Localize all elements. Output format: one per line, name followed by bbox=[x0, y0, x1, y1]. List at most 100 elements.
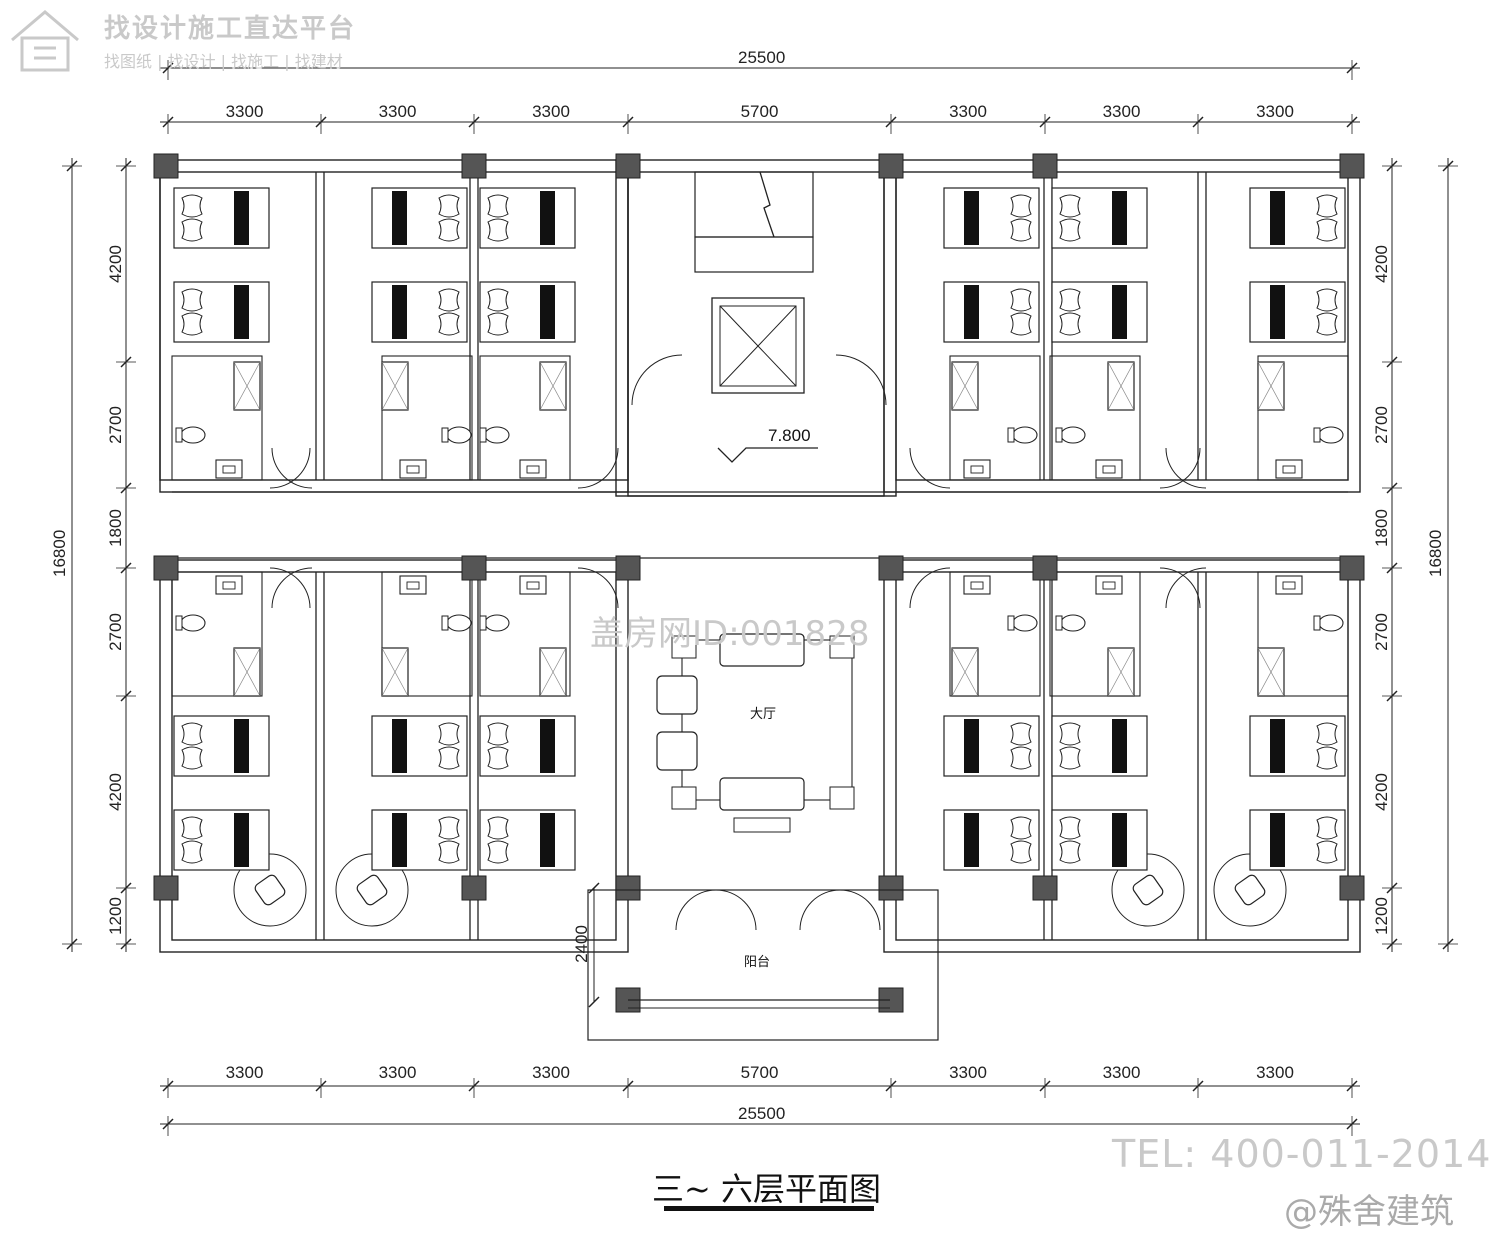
bed-icon bbox=[943, 715, 1040, 777]
column-marker bbox=[461, 875, 487, 901]
left-dimension-2: 1800 bbox=[106, 509, 125, 547]
structural-columns bbox=[153, 153, 1365, 1013]
watermark-brand: @殊舍建筑 bbox=[1284, 1192, 1454, 1232]
left-dimension-5: 1200 bbox=[106, 897, 125, 935]
column-marker bbox=[615, 875, 641, 901]
elevator bbox=[631, 297, 887, 406]
shower-icon bbox=[233, 647, 261, 697]
column-marker bbox=[878, 153, 904, 179]
column-marker bbox=[461, 153, 487, 179]
bed-icon bbox=[173, 281, 270, 343]
bed-icon bbox=[1249, 809, 1346, 871]
watermark-logo-subtitle: 找图纸 | 找设计 | 找施工 | 找建材 bbox=[104, 52, 343, 71]
toilet-icon bbox=[1055, 614, 1086, 632]
dimension-lines bbox=[62, 60, 1458, 1136]
right-dimension-2: 1800 bbox=[1372, 509, 1391, 547]
balcony-label: 阳台 bbox=[744, 955, 771, 970]
toilet-icon bbox=[1007, 426, 1038, 444]
right-dimension-4: 4200 bbox=[1372, 773, 1391, 811]
sink-icon bbox=[1095, 575, 1123, 595]
bed-icon bbox=[479, 281, 576, 343]
right-dimension-0: 4200 bbox=[1372, 245, 1391, 283]
column-marker bbox=[615, 555, 641, 581]
bottom-dimension-4: 3300 bbox=[949, 1063, 987, 1082]
balcony-outline bbox=[587, 889, 939, 1041]
toilet-icon bbox=[441, 614, 472, 632]
hall-label: 大厅 bbox=[750, 707, 777, 722]
bottom-dimension-5: 3300 bbox=[1102, 1063, 1141, 1082]
bottom-dimension-0: 3300 bbox=[225, 1063, 264, 1082]
bottom-dimension-6: 3300 bbox=[1256, 1063, 1294, 1082]
shower-icon bbox=[233, 361, 261, 411]
column-marker bbox=[1032, 153, 1058, 179]
toilet-icon bbox=[479, 426, 510, 444]
shower-icon bbox=[951, 647, 979, 697]
lobby-furniture bbox=[656, 633, 855, 833]
column-marker bbox=[615, 153, 641, 179]
bed-icon bbox=[479, 187, 576, 249]
furniture bbox=[173, 187, 1346, 927]
right-total-dimension-0: 16800 bbox=[1426, 529, 1445, 577]
toilet-icon bbox=[175, 426, 206, 444]
sink-icon bbox=[399, 575, 427, 595]
bottom-dimension-1: 3300 bbox=[378, 1063, 417, 1082]
watermark-tel: TEL: 400-011-2014 bbox=[1112, 1132, 1492, 1176]
sink-icon bbox=[399, 459, 427, 479]
bed-icon bbox=[1249, 187, 1346, 249]
watermark-center: 盖房网ID:001828 bbox=[590, 614, 870, 654]
toilet-icon bbox=[479, 614, 510, 632]
drawing-title: 三~ 六层平面图 bbox=[652, 1170, 881, 1208]
top-dimension-0: 3300 bbox=[225, 102, 264, 121]
toilet-icon bbox=[1007, 614, 1038, 632]
top-dimension-2: 3300 bbox=[532, 102, 570, 121]
toilet-icon bbox=[441, 426, 472, 444]
bottom-dimension-3: 5700 bbox=[740, 1063, 779, 1082]
column-marker bbox=[878, 555, 904, 581]
bed-icon bbox=[173, 715, 270, 777]
shower-icon bbox=[381, 647, 409, 697]
bed-icon bbox=[943, 281, 1040, 343]
right-dimension-3: 2700 bbox=[1372, 613, 1391, 651]
bottom-total-dimension-0: 25500 bbox=[738, 1104, 786, 1123]
toilet-icon bbox=[1313, 426, 1344, 444]
top-total-dimension-0: 25500 bbox=[738, 48, 786, 67]
level-value: 7.800 bbox=[768, 426, 811, 445]
shower-icon bbox=[539, 361, 567, 411]
bottom-dimension-2: 3300 bbox=[532, 1063, 570, 1082]
shower-icon bbox=[1257, 361, 1285, 411]
bed-icon bbox=[1051, 281, 1148, 343]
shower-icon bbox=[1107, 647, 1135, 697]
left-dimension-4: 4200 bbox=[106, 773, 125, 811]
left-dimension-3: 2700 bbox=[106, 613, 125, 651]
top-dimension-5: 3300 bbox=[1102, 102, 1141, 121]
bed-icon bbox=[173, 809, 270, 871]
sink-icon bbox=[519, 459, 547, 479]
sink-icon bbox=[1095, 459, 1123, 479]
bed-icon bbox=[1249, 715, 1346, 777]
right-dimension-1: 2700 bbox=[1372, 406, 1391, 444]
top-dimension-4: 3300 bbox=[949, 102, 987, 121]
bed-icon bbox=[371, 281, 468, 343]
sink-icon bbox=[963, 459, 991, 479]
column-marker bbox=[878, 875, 904, 901]
sink-icon bbox=[1275, 575, 1303, 595]
sink-icon bbox=[1275, 459, 1303, 479]
toilet-icon bbox=[1313, 614, 1344, 632]
shower-icon bbox=[951, 361, 979, 411]
bed-icon bbox=[173, 187, 270, 249]
bed-icon bbox=[943, 187, 1040, 249]
watermark-logo-icon bbox=[11, 10, 79, 72]
column-marker bbox=[153, 555, 179, 581]
bed-icon bbox=[371, 715, 468, 777]
column-marker bbox=[461, 555, 487, 581]
top-dimension-3: 5700 bbox=[740, 102, 779, 121]
level-marker bbox=[717, 447, 818, 463]
bed-icon bbox=[1051, 809, 1148, 871]
column-marker bbox=[1339, 153, 1365, 179]
bed-icon bbox=[371, 187, 468, 249]
shower-icon bbox=[1107, 361, 1135, 411]
left-total-dimension-0: 16800 bbox=[50, 529, 69, 577]
bed-icon bbox=[479, 715, 576, 777]
top-dimension-6: 3300 bbox=[1256, 102, 1294, 121]
